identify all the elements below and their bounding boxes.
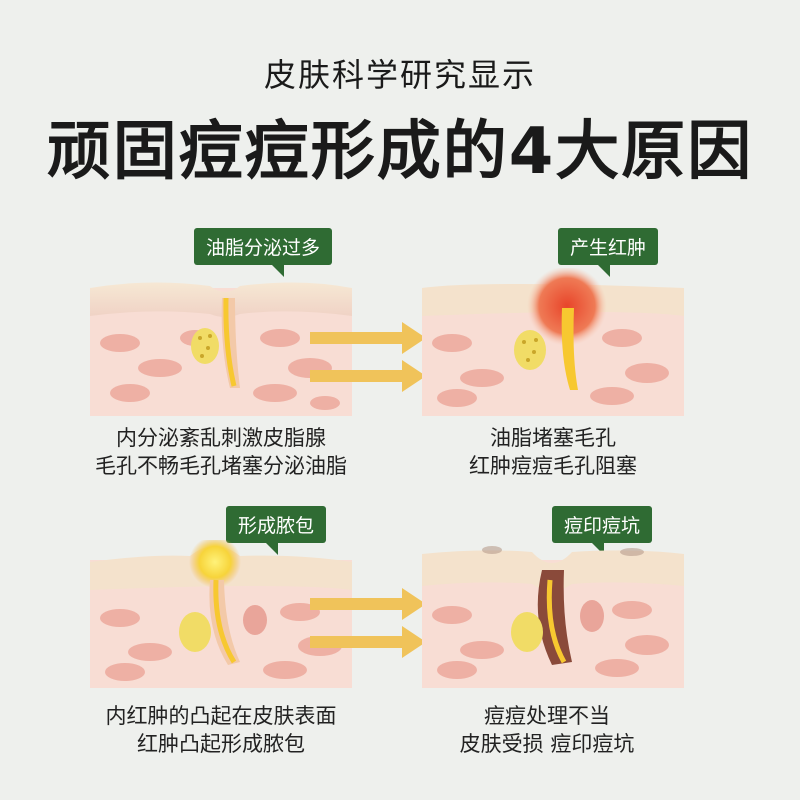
page-subtitle: 皮肤科学研究显示 bbox=[0, 50, 800, 96]
badge-oil-secretion: 油脂分泌过多 bbox=[194, 228, 332, 265]
caption-scar-1: 痘痘处理不当 bbox=[382, 702, 712, 730]
badge-acne-scar: 痘印痘坑 bbox=[552, 506, 652, 543]
caption-oil-2: 毛孔不畅毛孔堵塞分泌油脂 bbox=[56, 452, 386, 480]
badge-redness: 产生红肿 bbox=[558, 228, 658, 265]
caption-redness-2: 红肿痘痘毛孔阻塞 bbox=[388, 452, 718, 480]
caption-scar-2: 皮肤受损 痘印痘坑 bbox=[382, 730, 712, 758]
arrow-right-icon bbox=[310, 322, 430, 392]
arrow-right-icon bbox=[310, 588, 430, 658]
caption-oil-1: 内分泌紊乱刺激皮脂腺 bbox=[56, 424, 386, 452]
badge-pustule: 形成脓包 bbox=[226, 506, 326, 543]
caption-redness-1: 油脂堵塞毛孔 bbox=[388, 424, 718, 452]
page-title: 顽固痘痘形成的4大原因 bbox=[0, 100, 800, 192]
skin-illustration-scar bbox=[422, 540, 684, 688]
skin-illustration-redness bbox=[422, 268, 684, 416]
caption-pustule-1: 内红肿的凸起在皮肤表面 bbox=[56, 702, 386, 730]
caption-pustule-2: 红肿凸起形成脓包 bbox=[56, 730, 386, 758]
